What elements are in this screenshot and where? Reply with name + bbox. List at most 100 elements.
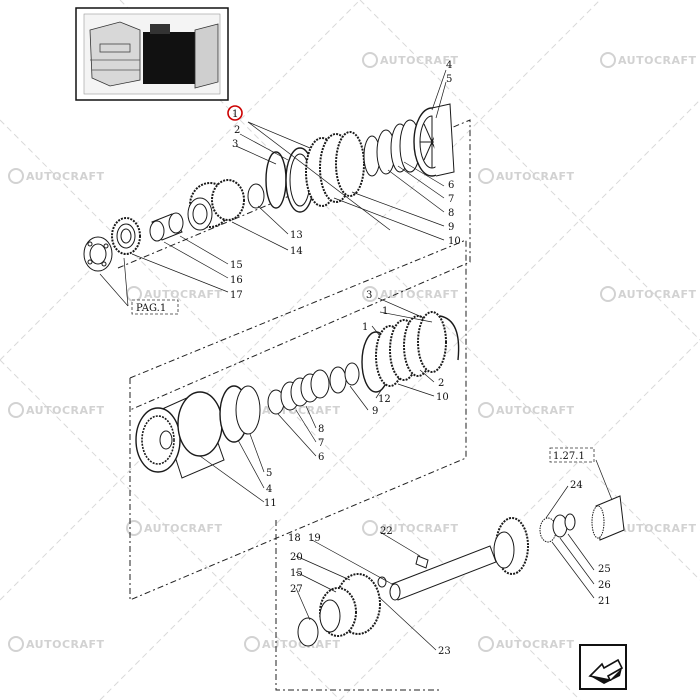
- callout-26[interactable]: 26: [598, 580, 611, 591]
- watermark-11: AUTOCRAFT: [126, 520, 223, 536]
- callouts-middle: 3 1 1 2 10 12 9 8 7 6 5 4 11: [264, 290, 449, 509]
- callout-2[interactable]: 2: [234, 125, 240, 136]
- watermark-6: AUTOCRAFT: [362, 286, 459, 302]
- watermark-14: AUTOCRAFT: [8, 636, 105, 652]
- watermark-3: AUTOCRAFT: [8, 168, 105, 184]
- watermark-5: AUTOCRAFT: [126, 286, 223, 302]
- callout-4[interactable]: 4: [446, 60, 452, 71]
- watermark-10: AUTOCRAFT: [478, 402, 574, 418]
- piston-top: [413, 103, 455, 177]
- svg-text:AUTOCRAFT: AUTOCRAFT: [26, 638, 105, 651]
- section-reference-label: 1.27.1: [553, 451, 585, 462]
- callout-2-middle[interactable]: 2: [438, 378, 444, 389]
- callout-9-middle[interactable]: 9: [372, 406, 378, 417]
- svg-text:AUTOCRAFT: AUTOCRAFT: [380, 522, 459, 535]
- group-frames: [117, 119, 471, 691]
- svg-text:AUTOCRAFT: AUTOCRAFT: [380, 288, 459, 301]
- clutch-pack-top: [285, 119, 421, 213]
- ball-bearing: [83, 236, 113, 272]
- callout-1-middle[interactable]: 1: [382, 306, 388, 317]
- small-gear: [111, 217, 141, 255]
- callout-4-middle[interactable]: 4: [266, 484, 272, 495]
- needle-bearing-bottom: [539, 513, 576, 543]
- watermark-1: AUTOCRAFT: [362, 52, 459, 68]
- double-gear-bottom: [319, 573, 381, 637]
- svg-text:AUTOCRAFT: AUTOCRAFT: [496, 170, 575, 183]
- callouts-top: 1 2 3 4 5 6 7 8 9 10 13 14 15 16 17: [230, 60, 461, 301]
- svg-text:AUTOCRAFT: AUTOCRAFT: [144, 288, 223, 301]
- snap-ring-middle: [344, 362, 360, 386]
- seal-ring-a: [235, 385, 261, 435]
- svg-text:AUTOCRAFT: AUTOCRAFT: [618, 522, 697, 535]
- callout-8[interactable]: 8: [448, 208, 454, 219]
- svg-text:AUTOCRAFT: AUTOCRAFT: [618, 54, 697, 67]
- leaders-middle: [199, 297, 435, 503]
- callout-8-middle[interactable]: 8: [318, 424, 324, 435]
- callout-27[interactable]: 27: [290, 584, 303, 595]
- callout-17[interactable]: 17: [230, 290, 243, 301]
- callout-10[interactable]: 10: [448, 236, 461, 247]
- clutch-drum: [135, 391, 225, 479]
- svg-text:AUTOCRAFT: AUTOCRAFT: [26, 170, 105, 183]
- callout-24[interactable]: 24: [570, 480, 583, 491]
- watermark-4: AUTOCRAFT: [478, 168, 575, 184]
- callout-15-bottom[interactable]: 15: [290, 568, 303, 579]
- leaders-bottom: [295, 459, 613, 651]
- callout-11-middle[interactable]: 11: [264, 498, 277, 509]
- callout-7-middle[interactable]: 7: [318, 438, 324, 449]
- callout-3-middle[interactable]: 3: [366, 290, 372, 301]
- bottom-assembly: [297, 495, 625, 647]
- thrust-washer: [247, 183, 265, 209]
- callout-10-middle[interactable]: 10: [436, 392, 449, 403]
- watermark-2: AUTOCRAFT: [600, 52, 697, 68]
- callout-9[interactable]: 9: [448, 222, 454, 233]
- callout-21[interactable]: 21: [598, 596, 611, 607]
- callout-6[interactable]: 6: [448, 180, 454, 191]
- callout-5[interactable]: 5: [446, 74, 452, 85]
- callout-20[interactable]: 20: [290, 552, 303, 563]
- callout-15[interactable]: 15: [230, 260, 243, 271]
- watermark-12: AUTOCRAFT: [362, 520, 459, 536]
- callout-18[interactable]: 18: [288, 533, 301, 544]
- watermark-16: AUTOCRAFT: [478, 636, 575, 652]
- middle-assembly: [135, 311, 460, 479]
- page-reference-box[interactable]: PAG.1: [131, 299, 179, 315]
- assembly-thumbnail[interactable]: [75, 7, 229, 101]
- callout-22[interactable]: 22: [380, 526, 393, 537]
- watermark-8: AUTOCRAFT: [8, 402, 105, 418]
- main-shaft: [389, 545, 497, 601]
- svg-text:AUTOCRAFT: AUTOCRAFT: [144, 522, 223, 535]
- bushing: [149, 212, 184, 242]
- watermarks: AUTOCRAFT AUTOCRAFT AUTOCRAFT AUTOCRAFT …: [8, 52, 697, 652]
- callout-12-middle[interactable]: 12: [378, 394, 391, 405]
- highlight-circle-icon[interactable]: [227, 105, 243, 121]
- callout-5-middle[interactable]: 5: [266, 468, 272, 479]
- svg-text:AUTOCRAFT: AUTOCRAFT: [26, 404, 105, 417]
- svg-text:AUTOCRAFT: AUTOCRAFT: [380, 54, 459, 67]
- callout-16[interactable]: 16: [230, 275, 243, 286]
- callout-13[interactable]: 13: [290, 230, 303, 241]
- spring-pack: [280, 369, 330, 411]
- output-shaft-end: [591, 495, 625, 541]
- callout-3[interactable]: 3: [232, 139, 238, 150]
- section-reference-box[interactable]: 1.27.1: [549, 447, 595, 463]
- svg-text:AUTOCRAFT: AUTOCRAFT: [496, 638, 575, 651]
- callouts-bottom: 18 19 20 15 27 22 24 25 26 21 23: [288, 480, 611, 657]
- watermark-7: AUTOCRAFT: [600, 286, 696, 302]
- watermark-15: AUTOCRAFT: [244, 636, 340, 652]
- callout-23[interactable]: 23: [438, 646, 451, 657]
- page-reference-label: PAG.1: [136, 303, 166, 314]
- callout-25[interactable]: 25: [598, 564, 611, 575]
- double-gear: [187, 179, 245, 231]
- callout-14[interactable]: 14: [290, 246, 303, 257]
- callout-1b-middle[interactable]: 1: [362, 322, 368, 333]
- callout-19[interactable]: 19: [308, 533, 321, 544]
- top-assembly: [83, 103, 455, 272]
- washer-bottom: [297, 617, 319, 647]
- callout-1[interactable]: 1: [232, 109, 238, 120]
- callout-7[interactable]: 7: [448, 194, 454, 205]
- callout-6-middle[interactable]: 6: [318, 452, 324, 463]
- arrow-back-icon[interactable]: [579, 644, 627, 690]
